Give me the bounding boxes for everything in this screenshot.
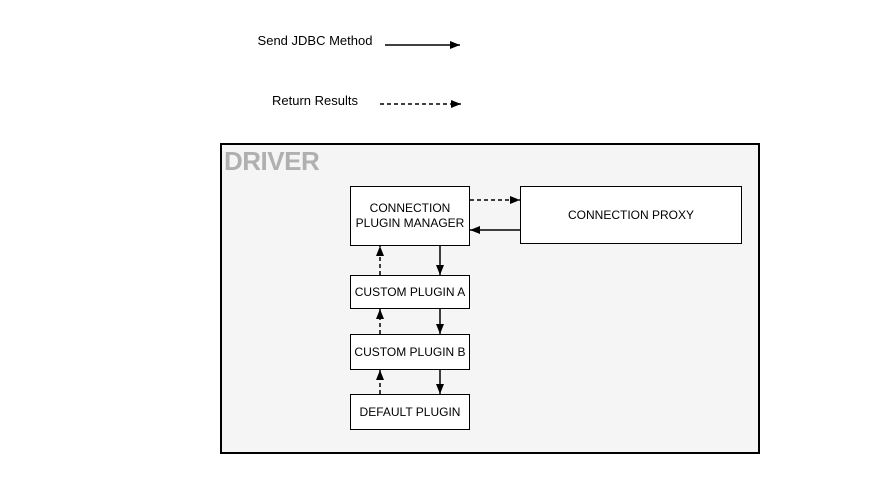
node-connection-proxy: CONNECTION PROXY	[520, 186, 742, 244]
node-connection-proxy-label: CONNECTION PROXY	[567, 207, 694, 222]
node-custom-plugin-a-label: CUSTOM PLUGIN A	[354, 284, 466, 299]
node-connection-plugin-manager: CONNECTION PLUGIN MANAGER	[350, 186, 470, 246]
legend-send-jdbc-label: Send JDBC Method	[257, 33, 373, 48]
legend-return-results-label: Return Results	[272, 93, 358, 108]
node-default-plugin: DEFAULT PLUGIN	[350, 394, 470, 430]
node-default-plugin-label: DEFAULT PLUGIN	[359, 404, 461, 419]
driver-container-title: DRIVER	[224, 146, 320, 176]
node-connection-plugin-manager-label: CONNECTION PLUGIN MANAGER	[355, 201, 465, 230]
node-custom-plugin-b-label: CUSTOM PLUGIN B	[354, 344, 466, 359]
node-custom-plugin-a: CUSTOM PLUGIN A	[350, 275, 470, 309]
node-custom-plugin-b: CUSTOM PLUGIN B	[350, 334, 470, 370]
